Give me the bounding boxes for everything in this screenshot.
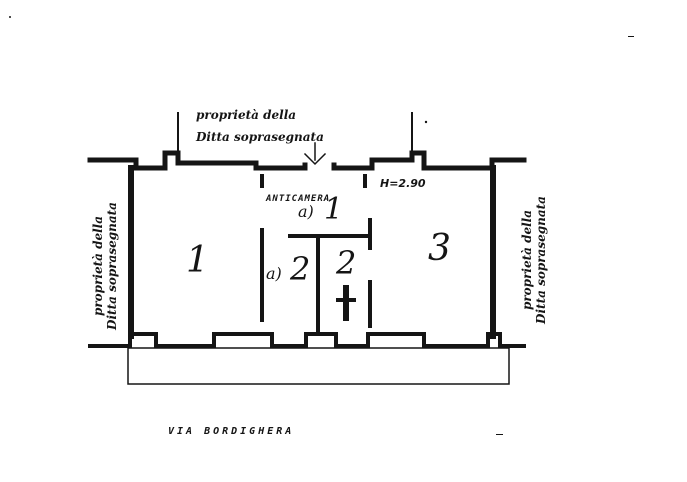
top-neighbor-label-line1: proprietà della	[196, 108, 297, 122]
anticamera-label: ANTICAMERA	[266, 194, 331, 204]
right-neighbor-label-line1: proprietà della	[520, 209, 534, 311]
room-a2-prefix: a)	[266, 264, 282, 283]
room-1-label: 1	[186, 240, 209, 281]
ceiling-height-label: H=2.90	[380, 177, 426, 190]
left-neighbor-label-line1: proprietà della	[91, 215, 105, 317]
room-a2-number: 2	[290, 250, 311, 288]
street-label: VIA BORDIGHERA	[168, 426, 295, 437]
scan-dash	[628, 36, 634, 37]
room-3-label: 3	[428, 228, 451, 269]
scan-dash	[496, 434, 503, 435]
sidewalk-outline	[127, 347, 510, 385]
left-neighbor-label-line2: Ditta soprasegnata	[105, 202, 119, 330]
bottom-wall	[88, 332, 526, 348]
scan-dot	[9, 16, 11, 18]
left-neighbor-label: proprietà della Ditta soprasegnata	[91, 201, 119, 331]
room-2-label: 2	[336, 244, 357, 282]
top-neighbor-label-line2: Ditta soprasegnata	[196, 130, 324, 144]
room-a1-prefix: a)	[298, 202, 314, 221]
right-neighbor-label: proprietà della Ditta soprasegnata	[520, 190, 548, 330]
room-a1-number: 1	[324, 192, 344, 227]
entrance-arrow-head	[303, 152, 327, 166]
right-neighbor-label-line2: Ditta soprasegnata	[534, 196, 548, 324]
scan-dot	[424, 120, 428, 124]
